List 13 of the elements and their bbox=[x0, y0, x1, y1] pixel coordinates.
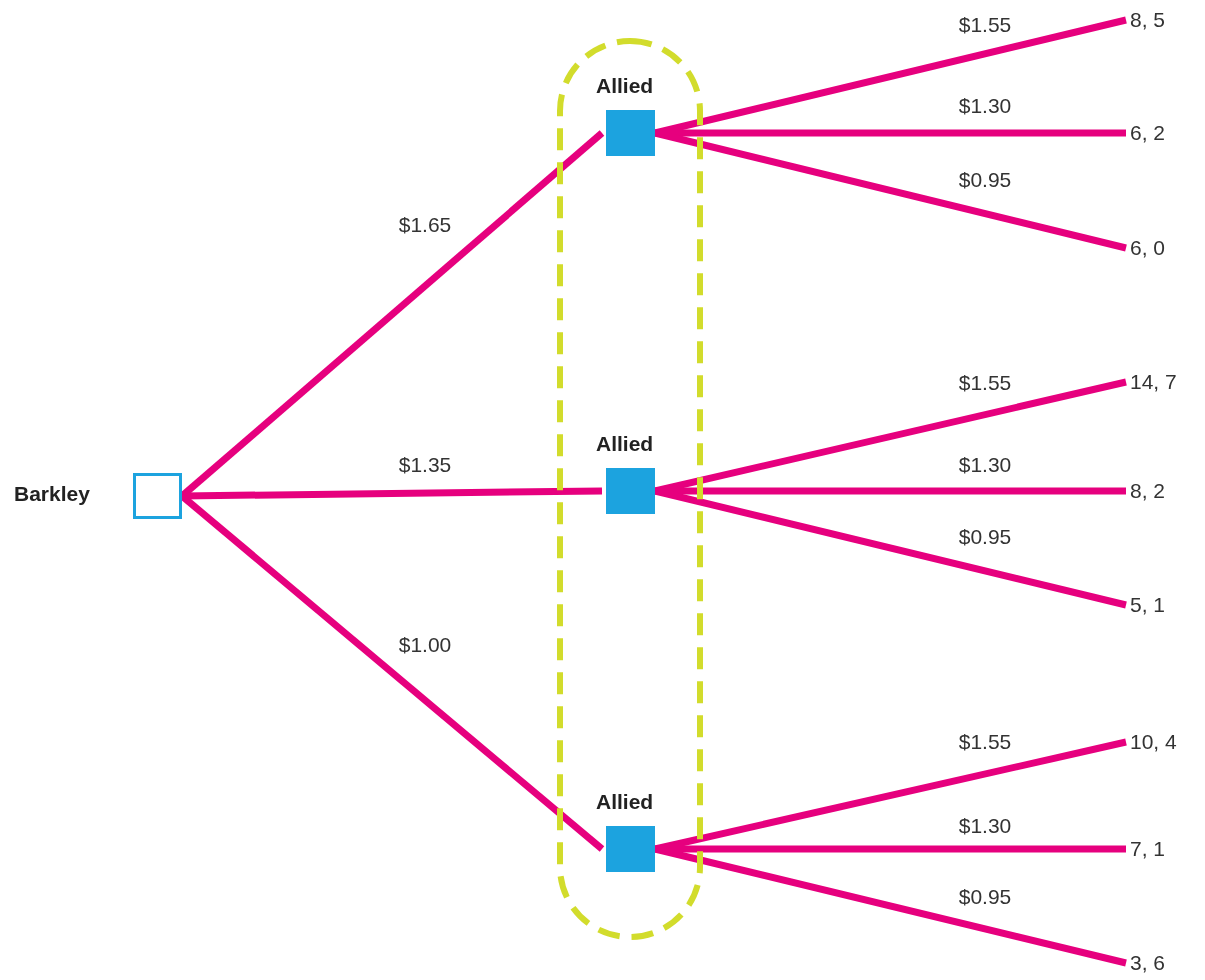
player-label: Allied bbox=[596, 74, 654, 98]
player-label: Allied bbox=[596, 432, 654, 456]
player-label: Barkley bbox=[14, 482, 90, 506]
payoff-label: 10, 4 bbox=[1130, 730, 1178, 754]
payoff-label: 6, 2 bbox=[1130, 121, 1167, 145]
payoff-label: 7, 1 bbox=[1130, 837, 1167, 861]
payoff-label: 6, 0 bbox=[1130, 236, 1167, 260]
payoff-label: 3, 6 bbox=[1130, 951, 1167, 975]
payoff-label: 8, 2 bbox=[1130, 479, 1167, 503]
payoff-label: 5, 1 bbox=[1130, 593, 1167, 617]
player-label: Allied bbox=[596, 790, 654, 814]
payoff-label: 8, 5 bbox=[1130, 8, 1167, 32]
payoff-label: 14, 7 bbox=[1130, 370, 1178, 394]
